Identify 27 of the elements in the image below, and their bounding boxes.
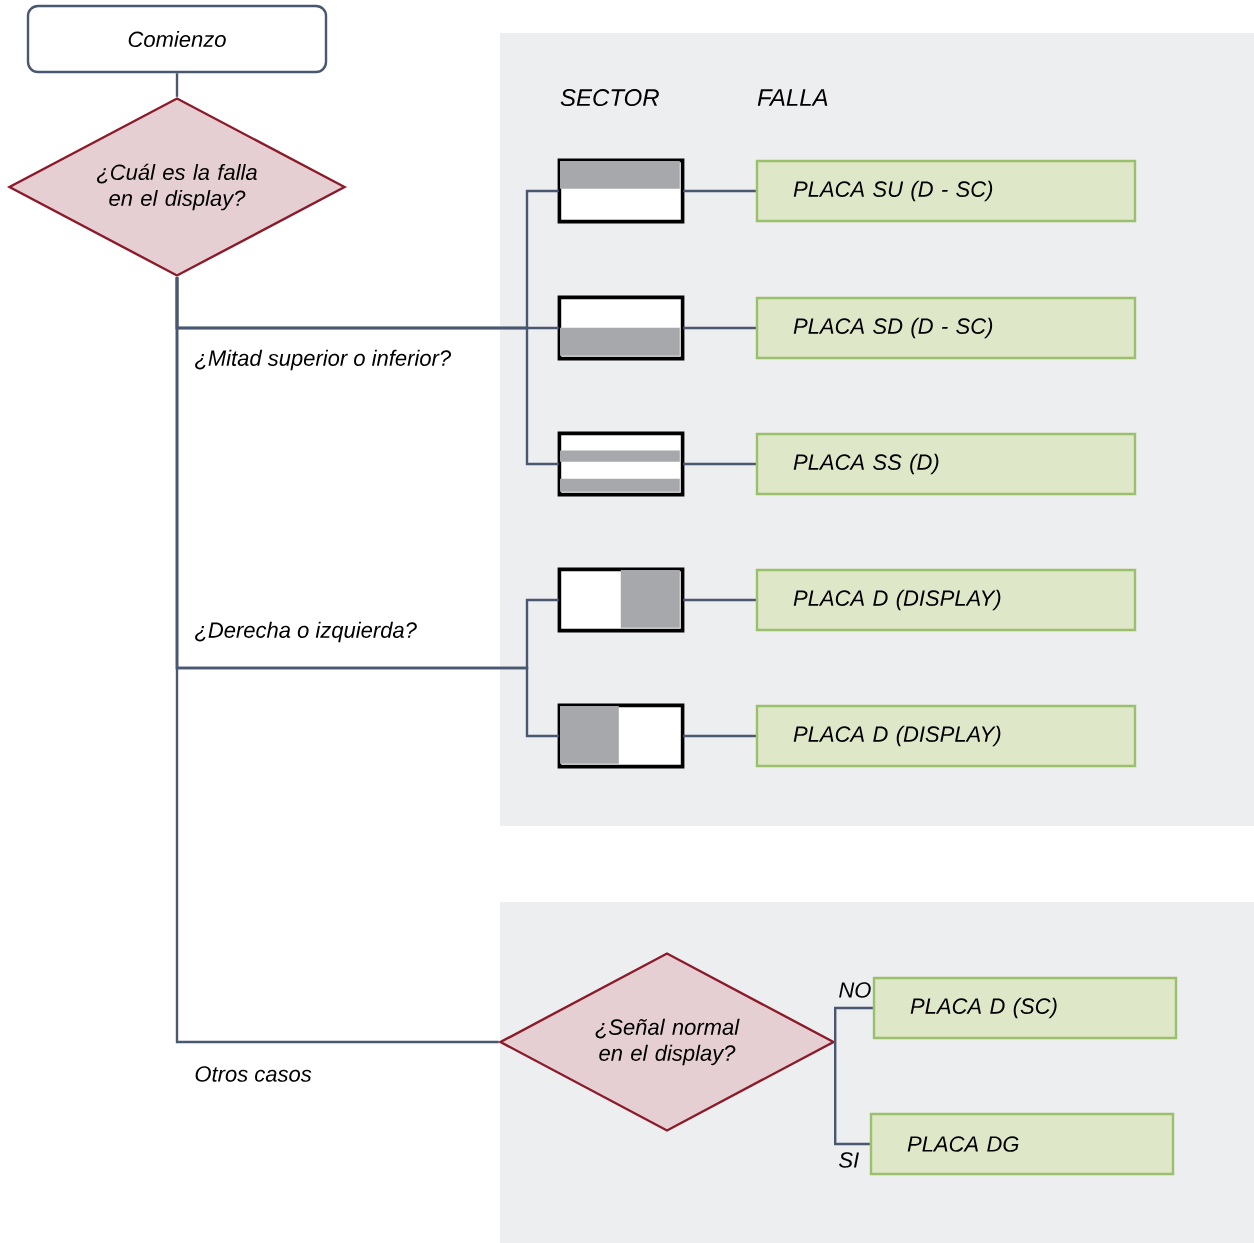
edge-label: Otros casos	[195, 1066, 312, 1082]
edge-label: ¿Derecha o izquierda?	[195, 621, 417, 643]
result-box: PLACA DG	[869, 1112, 1175, 1176]
edge-label: SI	[839, 1152, 859, 1168]
edge-label: NO	[839, 982, 871, 998]
result-box: PLACA D (SC)	[872, 976, 1178, 1040]
connector-line	[834, 1006, 873, 1042]
connector-line	[683, 598, 756, 602]
sector-icon	[557, 431, 685, 497]
sector-icon	[557, 703, 685, 769]
sector-icon	[557, 158, 685, 224]
connector-line	[175, 277, 499, 1044]
result-box: PLACA SU (D - SC)	[755, 159, 1137, 223]
result-box: PLACA D (DISPLAY)	[755, 704, 1137, 768]
start-box: Comienzo	[26, 4, 328, 74]
connector-line	[683, 462, 756, 466]
connector-line	[683, 326, 756, 330]
connector-line	[175, 73, 179, 97]
sector-icon	[557, 295, 685, 361]
edge-label: ¿Mitad superior o inferior?	[195, 349, 452, 371]
result-box: PLACA D (DISPLAY)	[755, 568, 1137, 632]
connector-line	[683, 189, 756, 193]
result-box: PLACA SD (D - SC)	[755, 296, 1137, 360]
connector-line	[683, 734, 756, 738]
sector-icon	[557, 567, 685, 633]
connector-line	[834, 1042, 870, 1146]
result-box: PLACA SS (D)	[755, 432, 1137, 496]
